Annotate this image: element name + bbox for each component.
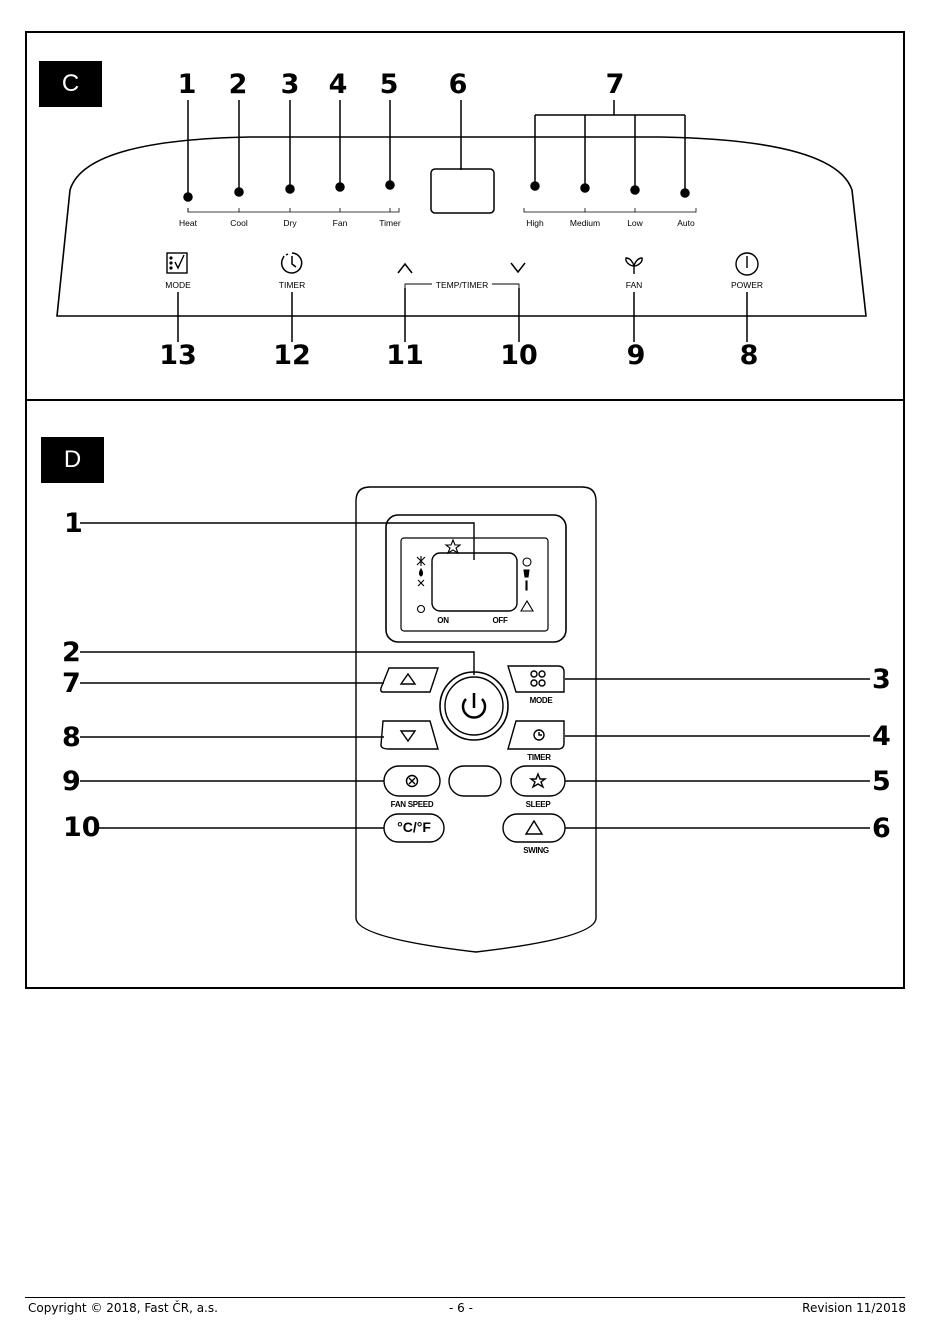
callout-d-6: 6 bbox=[872, 815, 891, 842]
remote-display-frame bbox=[386, 515, 566, 642]
temp-down-button bbox=[381, 721, 438, 749]
swing-icon bbox=[526, 821, 542, 834]
callout-d-1: 1 bbox=[64, 510, 83, 537]
blank-button bbox=[449, 766, 501, 796]
timer-label: TIMER bbox=[527, 753, 550, 762]
sleep-icon bbox=[531, 774, 545, 787]
temp-up-button bbox=[381, 668, 438, 692]
callout-d-10: 10 bbox=[63, 814, 101, 841]
remote-display bbox=[432, 553, 517, 611]
callout-d-3: 3 bbox=[872, 666, 891, 693]
callout-d-9: 9 bbox=[62, 768, 81, 795]
fan-speed-indicator-icon bbox=[523, 558, 531, 566]
remote-body bbox=[356, 487, 596, 952]
mode-label: MODE bbox=[530, 696, 553, 705]
callout-d-5: 5 bbox=[872, 768, 891, 795]
swing-button bbox=[503, 814, 565, 842]
mode-button bbox=[508, 666, 564, 692]
footer-rule bbox=[25, 1297, 905, 1298]
swing-indicator-icon bbox=[521, 601, 533, 611]
down-arrow-icon bbox=[401, 731, 415, 741]
night-indicator-icon bbox=[418, 606, 425, 613]
footer-page-number: - 6 - bbox=[449, 1301, 473, 1315]
display-off-label: OFF bbox=[492, 616, 507, 625]
cool-indicator-icon bbox=[417, 556, 425, 566]
fan-speed-label: FAN SPEED bbox=[391, 800, 434, 809]
swing-label: SWING bbox=[523, 846, 549, 855]
callout-d-8: 8 bbox=[62, 724, 81, 751]
display-on-label: ON bbox=[437, 616, 448, 625]
sleep-button bbox=[511, 766, 565, 796]
callout-d-7: 7 bbox=[62, 670, 81, 697]
unit-button-label: °C/°F bbox=[397, 819, 431, 835]
callout-d-2: 2 bbox=[62, 639, 81, 666]
sleep-label: SLEEP bbox=[526, 800, 551, 809]
footer-revision: Revision 11/2018 bbox=[802, 1301, 906, 1315]
callout-d-4: 4 bbox=[872, 723, 891, 750]
up-arrow-icon bbox=[401, 674, 415, 684]
fan-indicator-icon bbox=[418, 580, 424, 586]
footer-copyright: Copyright © 2018, Fast ČR, a.s. bbox=[28, 1301, 218, 1315]
dry-indicator-icon bbox=[420, 569, 423, 576]
sleep-indicator-icon bbox=[446, 540, 460, 553]
timer-button bbox=[508, 721, 564, 749]
